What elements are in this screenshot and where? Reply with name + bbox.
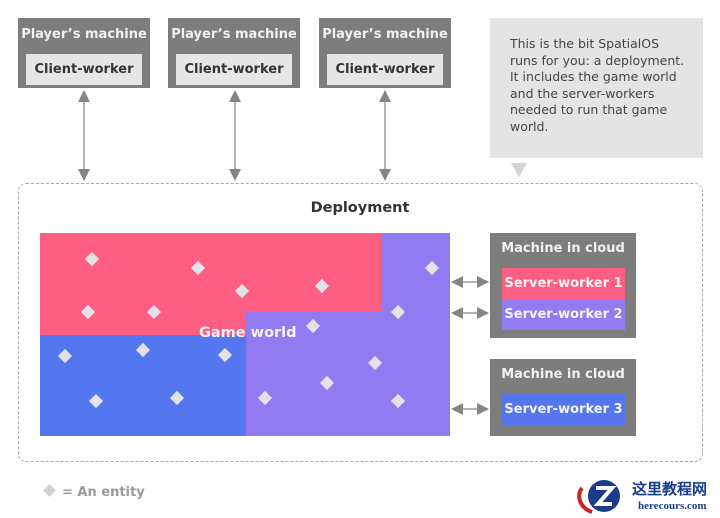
callout-pointer-icon xyxy=(511,163,527,177)
server-worker-2: Server-worker 2 xyxy=(502,299,625,330)
server-worker-3: Server-worker 3 xyxy=(502,394,625,425)
players-machine-1: Player’s machine Client-worker xyxy=(18,18,150,88)
legend-text: = An entity xyxy=(62,485,145,500)
cloud-machine-2: Machine in cloud Server-worker 3 xyxy=(490,359,636,436)
players-machine-title: Player’s machine xyxy=(322,27,448,42)
callout-line: and the server-workers xyxy=(510,85,655,101)
diamond-icon xyxy=(43,484,56,497)
client-worker-3: Client-worker xyxy=(327,54,443,85)
watermark-logo: 这里教程网 herecours.com xyxy=(572,474,720,518)
z-logo-icon xyxy=(577,480,620,514)
client-worker-2: Client-worker xyxy=(176,54,292,85)
deployment-boundary xyxy=(18,183,703,462)
players-machine-title: Player’s machine xyxy=(171,27,297,42)
watermark-cn: 这里教程网 xyxy=(632,480,708,498)
server-worker-1-region-lower xyxy=(40,312,246,335)
server-worker-1-region xyxy=(40,233,381,312)
callout-line: needed to run that game xyxy=(510,102,668,117)
players-machine-2: Player’s machine Client-worker xyxy=(168,18,300,88)
callout-text: This is the bit SpatialOS runs for you: … xyxy=(510,36,689,135)
game-world-label: Game world xyxy=(199,325,297,341)
callout-note: This is the bit SpatialOS runs for you: … xyxy=(490,18,703,158)
cloud-machine-title: Machine in cloud xyxy=(501,241,625,256)
callout-line: world. xyxy=(510,118,549,134)
watermark-en: herecours.com xyxy=(638,500,707,512)
server-worker-1: Server-worker 1 xyxy=(502,268,625,299)
callout-line: This is the bit SpatialOS xyxy=(510,36,660,51)
deployment-title: Deployment xyxy=(310,200,410,216)
cloud-machine-title: Machine in cloud xyxy=(501,367,625,382)
callout-line: runs for you: a deployment. xyxy=(510,52,685,68)
players-machine-3: Player’s machine Client-worker xyxy=(319,18,451,88)
legend: = An entity xyxy=(42,484,145,500)
client-worker-1: Client-worker xyxy=(26,54,142,85)
callout-line: It includes the game world xyxy=(510,69,677,84)
cloud-machine-1: Machine in cloud Server-worker 1 Server-… xyxy=(490,233,636,338)
players-machine-title: Player’s machine xyxy=(21,27,147,42)
server-worker-2-region-lower xyxy=(246,312,381,436)
